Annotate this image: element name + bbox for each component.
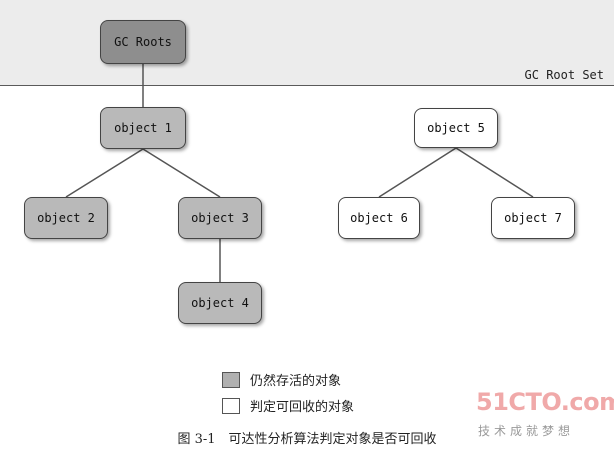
edge-object5-object6 <box>378 147 457 198</box>
legend-dead-label: 判定可回收的对象 <box>250 400 355 415</box>
legend-dead: 判定可回收的对象 <box>222 396 354 415</box>
edge-object1-object2 <box>65 148 144 198</box>
node-object-7: object 7 <box>491 197 575 239</box>
watermark-logo: 51CTO.com <box>476 388 614 416</box>
node-object-3: object 3 <box>178 197 262 239</box>
figure-caption: 图 3-1 可达性分析算法判定对象是否可回收 <box>177 432 437 447</box>
edge-object5-object7 <box>455 147 534 198</box>
edge-object1-object3 <box>142 148 221 198</box>
node-object-4: object 4 <box>178 282 262 324</box>
node-object-6: object 6 <box>338 197 420 239</box>
node-object-1: object 1 <box>100 107 186 149</box>
legend-dead-swatch <box>222 397 240 414</box>
legend-alive-swatch <box>222 371 240 388</box>
node-gc-roots: GC Roots <box>100 20 186 64</box>
node-object-5: object 5 <box>414 108 498 148</box>
legend-alive-label: 仍然存活的对象 <box>250 374 342 389</box>
legend-alive: 仍然存活的对象 <box>222 370 341 389</box>
gc-root-set-label: GC Root Set <box>524 68 604 82</box>
node-object-2: object 2 <box>24 197 108 239</box>
watermark-subtitle: 技术成就梦想 <box>478 424 575 438</box>
